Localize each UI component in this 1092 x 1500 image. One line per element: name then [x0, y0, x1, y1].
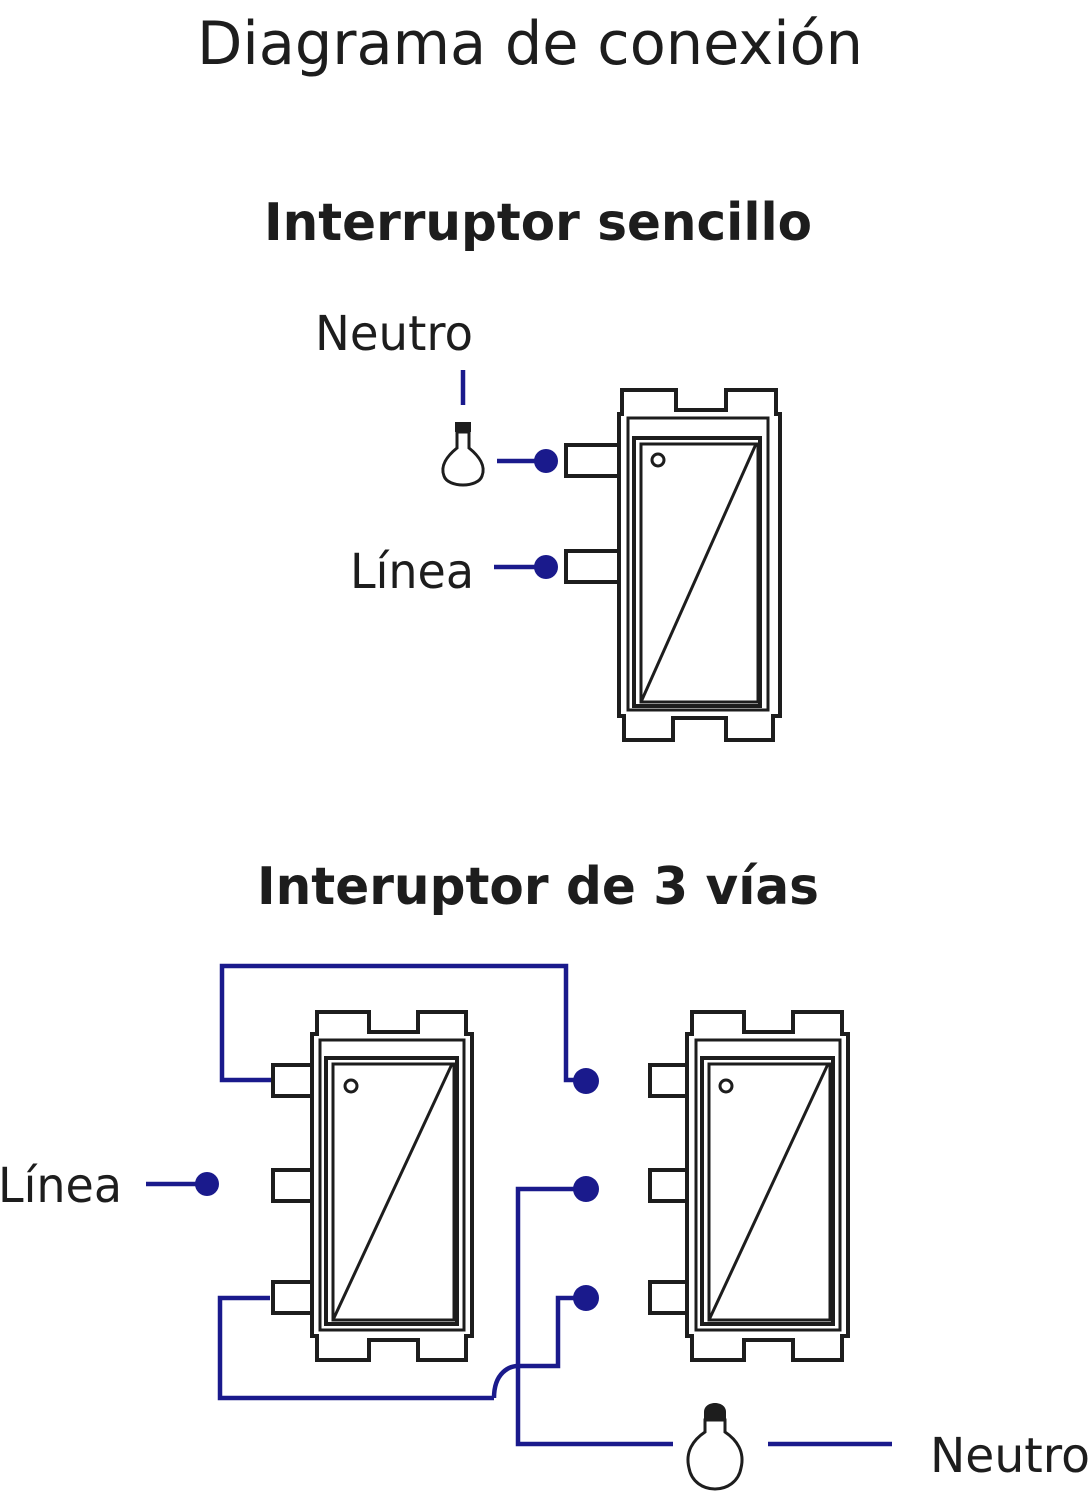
bottom-traveler-wire-cont [491, 1295, 585, 1399]
line-terminal-dot [195, 1172, 219, 1196]
top-traveler-wire [219, 963, 585, 1083]
bulb-feed-wire [515, 1186, 673, 1447]
light-bulb-icon [686, 1403, 744, 1491]
single-neutral-label: Neutro [315, 306, 473, 362]
light-bulb-icon [441, 422, 485, 487]
right-three-way-switch-icon [648, 1010, 850, 1362]
single-line-terminal-dot [534, 555, 558, 579]
single-line-label: Línea [350, 544, 474, 600]
three-way-neutral-label: Neutro [930, 1428, 1090, 1484]
left-three-way-switch-icon [271, 1010, 474, 1362]
right-mid-terminal-dot [573, 1176, 599, 1202]
single-switch-icon [564, 388, 782, 742]
bottom-traveler-wire [217, 1295, 494, 1401]
single-switch-heading: Interruptor sencillo [264, 193, 812, 253]
right-top-terminal-dot [573, 1068, 599, 1094]
three-way-heading: Interuptor de 3 vías [257, 857, 819, 917]
three-way-line-label: Línea [0, 1158, 122, 1214]
right-bottom-terminal-dot [573, 1285, 599, 1311]
single-bulb-terminal-dot [534, 449, 558, 473]
page-title: Diagrama de conexión [197, 9, 863, 79]
